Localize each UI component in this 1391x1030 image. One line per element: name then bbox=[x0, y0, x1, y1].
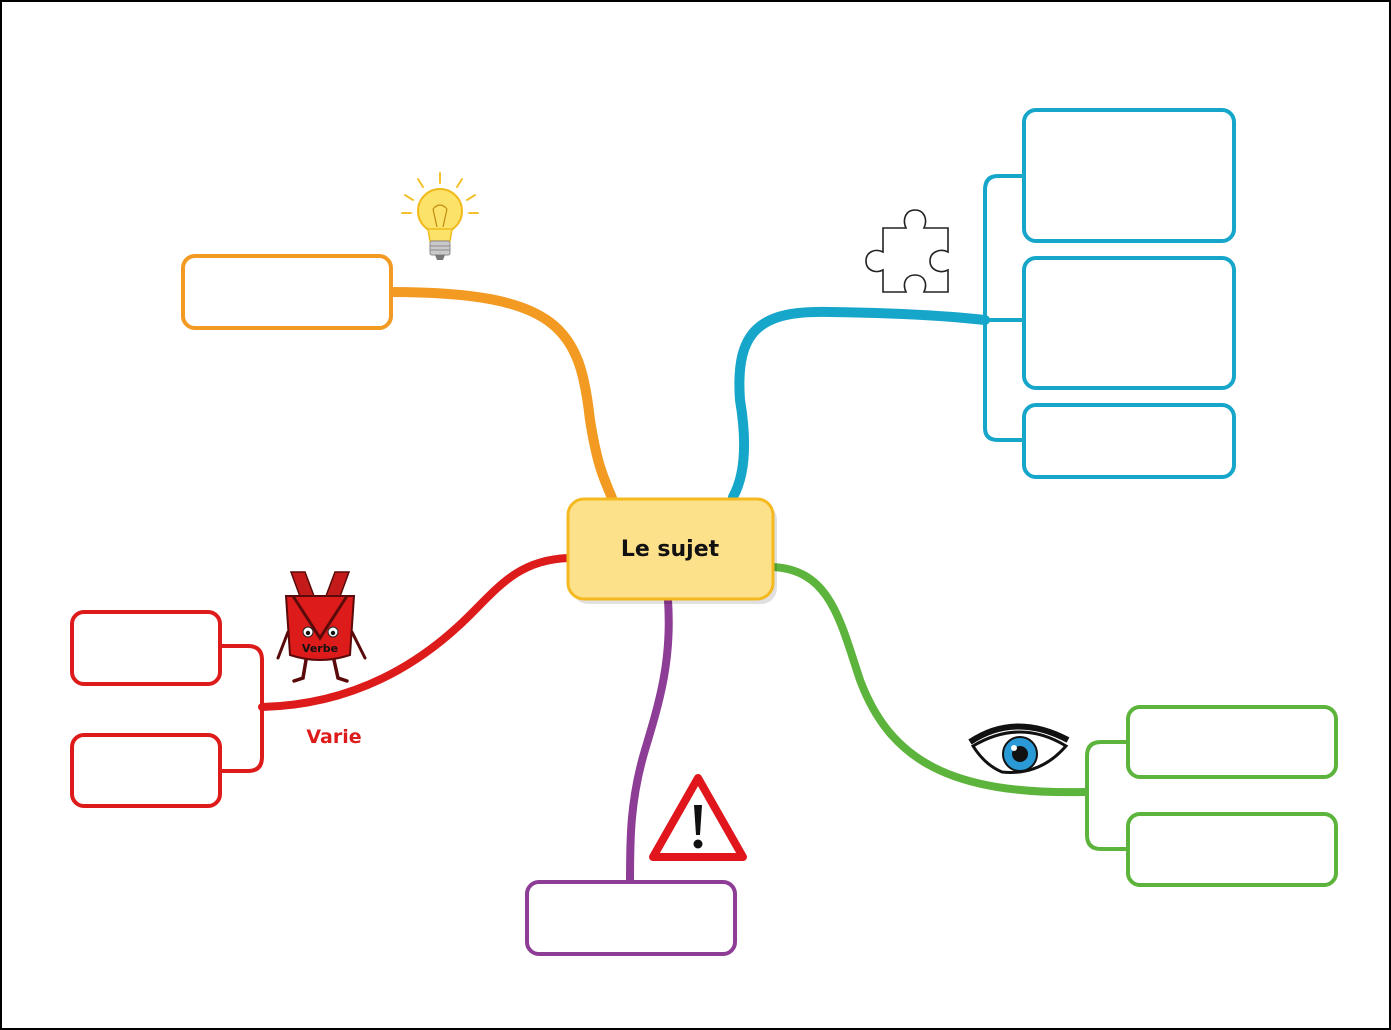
topic-box-blue-3[interactable] bbox=[1022, 403, 1236, 479]
bracket-red bbox=[221, 644, 264, 773]
branch-line-green bbox=[769, 563, 1089, 797]
branch-purple bbox=[525, 596, 747, 956]
puzzle-piece-icon bbox=[865, 209, 949, 293]
eye-icon bbox=[968, 723, 1070, 774]
branch-line-purple bbox=[626, 596, 673, 886]
bracket-blue bbox=[983, 174, 1024, 442]
central-topic-box[interactable] bbox=[566, 497, 775, 601]
topic-box-orange[interactable] bbox=[181, 254, 393, 330]
topic-box-red-1[interactable] bbox=[70, 610, 222, 686]
branch-orange bbox=[181, 172, 617, 503]
branch-blue bbox=[728, 108, 1236, 502]
topic-box-blue-1[interactable] bbox=[1022, 108, 1236, 243]
topic-box-purple[interactable] bbox=[525, 880, 737, 956]
branch-red: Varie Verbe bbox=[70, 554, 572, 808]
central-topic-label: Le sujet bbox=[621, 537, 720, 562]
central-topic[interactable]: Le sujet bbox=[566, 497, 777, 604]
lightbulb-icon bbox=[401, 172, 479, 260]
topic-box-blue-2[interactable] bbox=[1022, 256, 1236, 390]
verbe-icon-label: Verbe bbox=[302, 642, 338, 655]
topic-box-red-2[interactable] bbox=[70, 733, 222, 808]
warning-sign-icon bbox=[649, 774, 747, 861]
bracket-green bbox=[1085, 740, 1128, 851]
branch-line-orange bbox=[385, 287, 617, 503]
branch-green bbox=[769, 563, 1338, 887]
topic-box-green-2[interactable] bbox=[1126, 812, 1338, 887]
branch-line-blue bbox=[728, 306, 990, 502]
branch-label-red: Varie bbox=[306, 726, 361, 748]
verbe-character-icon: Verbe bbox=[276, 571, 367, 683]
branch-line-red bbox=[258, 554, 572, 711]
topic-box-green-1[interactable] bbox=[1126, 705, 1338, 779]
